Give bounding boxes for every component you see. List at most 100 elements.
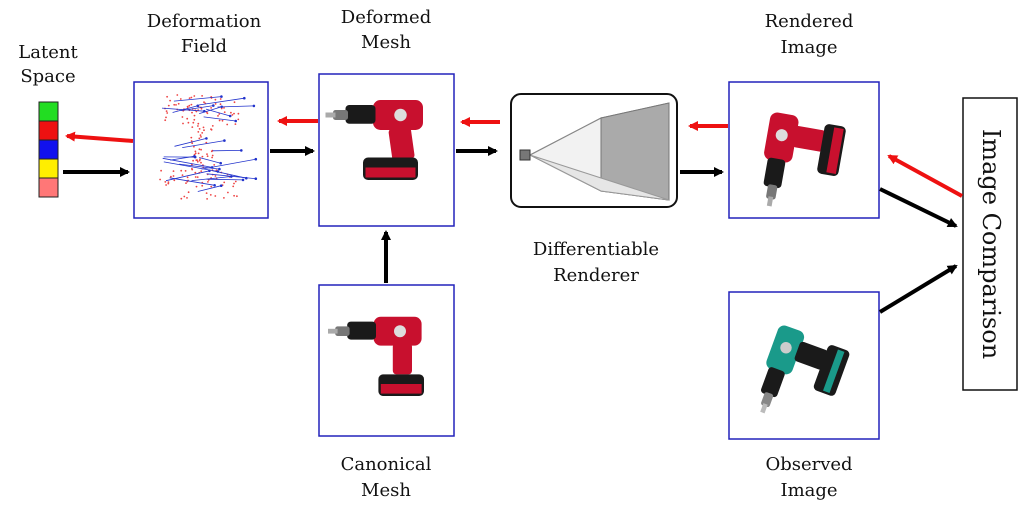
- field-point: [192, 159, 195, 162]
- field-vector: [199, 157, 221, 164]
- field-point: [205, 141, 208, 144]
- field-point: [166, 95, 169, 98]
- rendered-image-panel: [728, 81, 880, 219]
- observed-image-label-1: Observed: [765, 454, 852, 475]
- field-vector-tip: [208, 169, 211, 173]
- field-vector-tip: [252, 104, 256, 108]
- latent-cell: [38, 139, 59, 160]
- image-comparison-label: Image Comparison: [977, 129, 1005, 359]
- field-point: [186, 197, 188, 199]
- field-point: [210, 185, 213, 188]
- field-point: [165, 110, 168, 112]
- field-point: [217, 115, 219, 117]
- canonical-mesh-label-1: Canonical: [341, 454, 432, 475]
- canonical-mesh-panel: [318, 284, 455, 437]
- field-point: [186, 176, 189, 179]
- field-point: [223, 197, 225, 199]
- gradient-arrows: [65, 116, 963, 198]
- latent-space-label-2: Space: [20, 66, 75, 87]
- field-point: [197, 152, 200, 155]
- deformed-mesh-panel: [318, 73, 455, 227]
- field-point: [198, 159, 201, 162]
- field-point: [234, 180, 237, 183]
- field-vector-tip: [254, 157, 258, 161]
- field-point: [194, 176, 197, 178]
- field-vector-tip: [203, 109, 206, 113]
- power-drill-icon: [325, 100, 423, 180]
- deformed-mesh-label-2: Mesh: [361, 32, 411, 53]
- field-vector-tip: [220, 105, 223, 109]
- latent-cell: [38, 158, 59, 179]
- field-vector-tip: [216, 170, 220, 173]
- field-point: [196, 176, 199, 179]
- field-vector-tip: [243, 96, 246, 100]
- field-point: [210, 128, 212, 131]
- field-point: [173, 179, 176, 182]
- field-vector-tip: [193, 155, 196, 158]
- field-point: [218, 113, 221, 115]
- field-vector: [172, 105, 198, 113]
- field-point: [193, 118, 196, 121]
- field-point: [191, 142, 194, 145]
- field-point: [180, 197, 183, 200]
- field-point: [219, 103, 222, 106]
- power-drill-icon: [760, 325, 850, 414]
- field-vector-tip: [218, 167, 221, 171]
- field-point: [181, 116, 184, 118]
- field-point: [194, 150, 197, 153]
- field-point: [198, 148, 201, 151]
- field-vector: [191, 176, 232, 181]
- field-point: [220, 107, 223, 110]
- field-point: [230, 111, 232, 114]
- field-point: [186, 105, 189, 108]
- field-point: [214, 195, 217, 197]
- field-vector-tip: [212, 104, 215, 107]
- field-vector-tip: [219, 184, 223, 187]
- field-point: [221, 119, 224, 122]
- field-point: [194, 171, 197, 174]
- field-point: [206, 112, 209, 115]
- field-point: [233, 194, 236, 197]
- field-point: [169, 99, 172, 102]
- field-point: [211, 154, 214, 157]
- field-point: [234, 123, 237, 125]
- field-vector-tip: [241, 178, 245, 182]
- field-point: [210, 107, 213, 109]
- field-point: [167, 104, 170, 107]
- arrow-rendered-to-comparison: [879, 187, 958, 228]
- field-point: [198, 127, 201, 130]
- field-point: [190, 140, 193, 142]
- camera-frustum-icon: [519, 102, 670, 201]
- canonical-mesh-label-2: Mesh: [361, 480, 411, 501]
- field-vector: [198, 97, 245, 106]
- observed-image-panel: [728, 291, 880, 440]
- field-vector-tip: [219, 161, 222, 165]
- field-point: [200, 148, 203, 151]
- field-point: [164, 181, 167, 183]
- field-point: [201, 184, 204, 187]
- latent-cell: [38, 101, 59, 122]
- field-point: [192, 121, 195, 124]
- field-point: [176, 94, 179, 96]
- field-point: [206, 198, 209, 200]
- latent-cell: [38, 177, 59, 198]
- field-point: [200, 161, 202, 164]
- field-point: [193, 114, 196, 117]
- field-point: [187, 191, 190, 194]
- field-point: [237, 118, 240, 121]
- field-point: [203, 129, 205, 132]
- field-point: [190, 103, 193, 106]
- field-point: [233, 101, 236, 104]
- field-point: [190, 96, 193, 99]
- field-point: [172, 170, 175, 173]
- power-drill-icon: [328, 316, 424, 396]
- rendered-image-label-2: Image: [780, 37, 837, 58]
- field-vector: [161, 107, 205, 112]
- field-point: [203, 101, 205, 104]
- field-point: [233, 182, 235, 185]
- field-point: [236, 195, 238, 198]
- field-vector-tip: [196, 104, 199, 108]
- field-point: [186, 117, 189, 120]
- field-point: [202, 126, 205, 129]
- field-vector-tip: [213, 184, 216, 187]
